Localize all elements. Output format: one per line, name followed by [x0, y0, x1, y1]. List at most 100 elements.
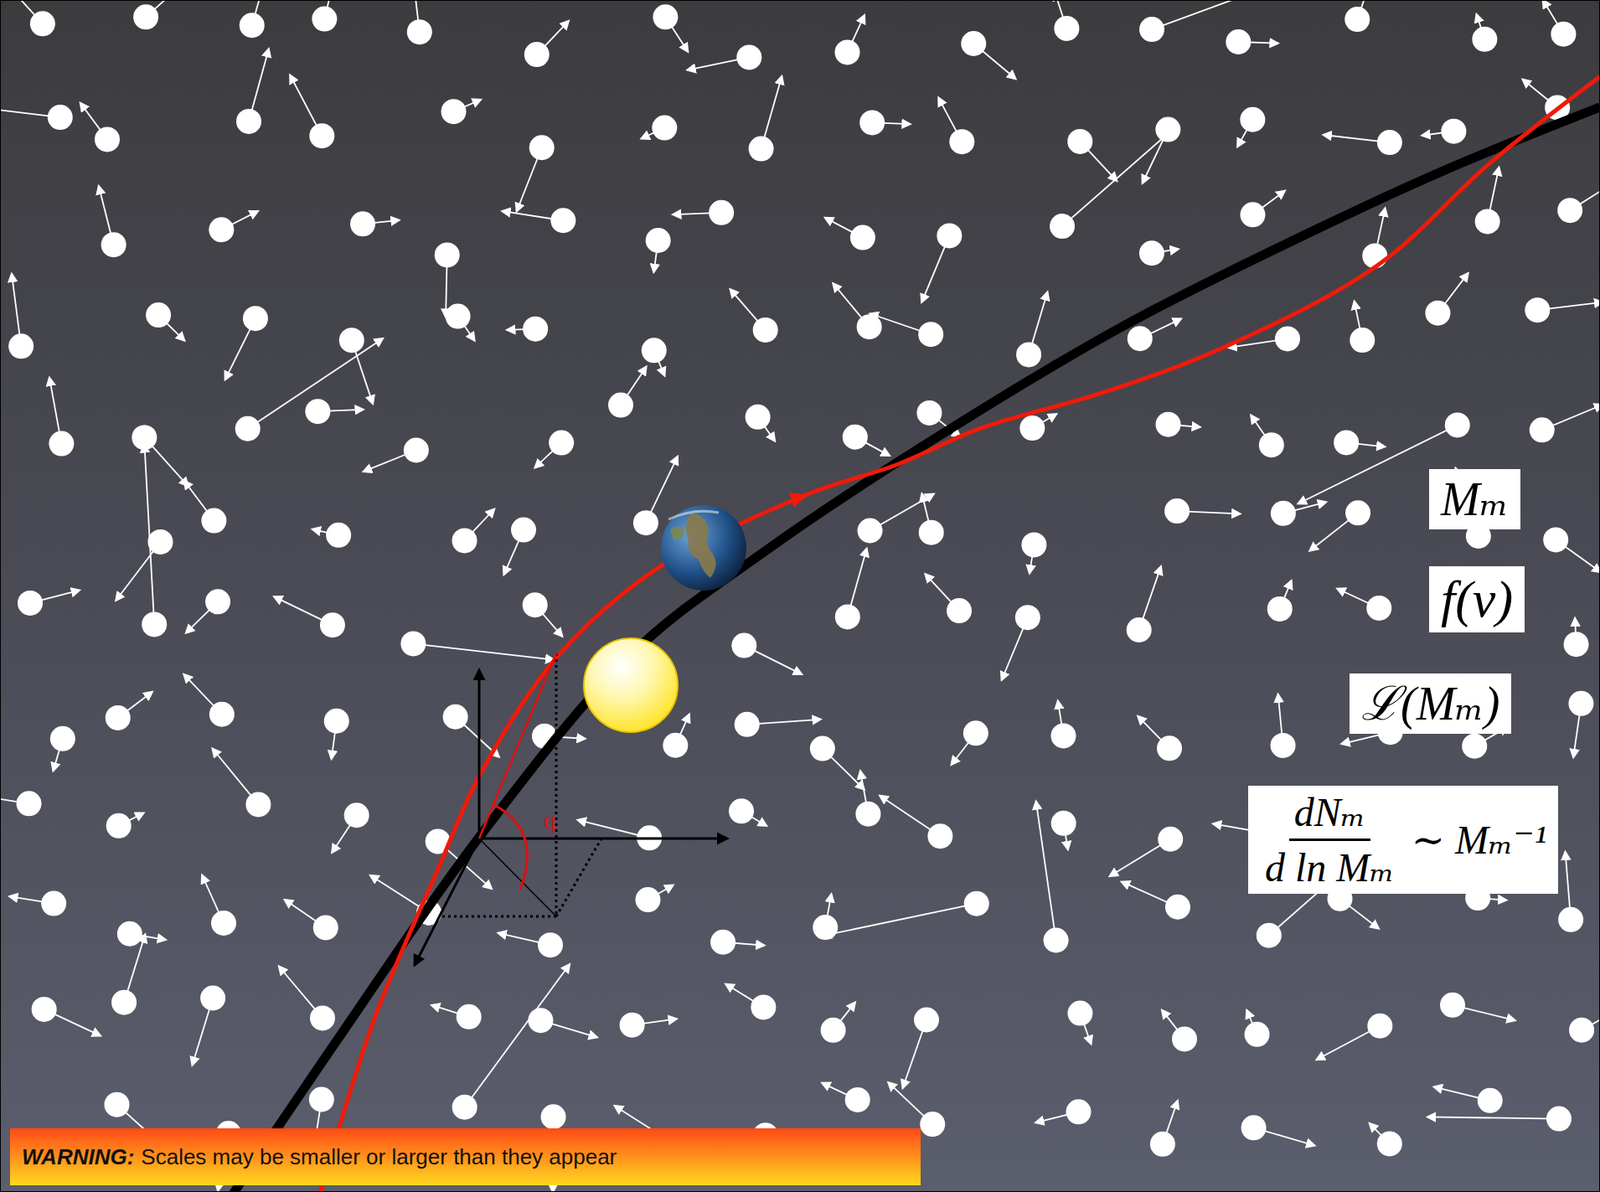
particle — [918, 321, 944, 347]
particle — [1445, 412, 1471, 438]
particle — [1546, 1106, 1572, 1132]
particle — [452, 1094, 478, 1120]
particle — [339, 327, 365, 353]
particle — [1015, 604, 1041, 630]
particle — [1557, 197, 1583, 223]
particle — [1366, 595, 1392, 621]
particle — [753, 317, 779, 343]
particle — [850, 225, 876, 251]
warning-text: WARNING: — [21, 1144, 135, 1171]
particle — [236, 108, 262, 135]
orbits — [229, 76, 1600, 1192]
particle — [1126, 617, 1152, 643]
particle — [856, 314, 883, 340]
warning-banner: WARNING:Scales may be smaller or larger … — [10, 1128, 921, 1186]
continent — [670, 526, 686, 540]
particle — [736, 44, 762, 70]
particle — [916, 400, 942, 426]
particle — [309, 1087, 335, 1113]
continent — [686, 512, 717, 579]
particle — [1150, 1131, 1176, 1157]
particle — [1164, 498, 1190, 524]
particle — [1377, 129, 1403, 155]
particle — [309, 123, 335, 149]
particle — [400, 630, 426, 656]
formula-text: Mₘ — [1440, 473, 1509, 526]
formula-box: f(v) — [1429, 566, 1525, 633]
particle — [1333, 429, 1359, 455]
velocity-arrow — [1151, 0, 1278, 30]
particle — [731, 633, 757, 659]
particle — [1066, 1099, 1092, 1125]
particle — [1139, 240, 1165, 266]
particle — [1244, 1021, 1270, 1048]
sun-orbit — [229, 107, 1600, 1192]
particle — [1550, 21, 1576, 47]
particle — [1139, 16, 1165, 42]
particle — [311, 6, 337, 32]
particle — [434, 242, 460, 268]
fraction: dNₘd ln Mₘ — [1259, 789, 1400, 891]
particle — [645, 227, 671, 253]
particle — [205, 588, 231, 615]
particle — [111, 990, 137, 1016]
formula-text: ∼ Mₘ⁻¹ — [1411, 816, 1547, 863]
particle — [452, 527, 478, 553]
particle — [48, 431, 74, 457]
particle — [619, 1012, 646, 1038]
particle — [835, 603, 861, 630]
particle — [16, 790, 42, 816]
particle — [1471, 26, 1497, 52]
particle — [31, 996, 57, 1022]
particle — [443, 704, 469, 730]
particle — [101, 232, 127, 258]
velocity-arrow — [823, 903, 977, 936]
particle — [734, 712, 760, 738]
particle — [548, 430, 574, 456]
particle — [964, 891, 990, 917]
particle — [855, 801, 881, 827]
particle — [1529, 417, 1555, 443]
particle — [820, 1017, 847, 1043]
particle — [1053, 15, 1079, 42]
particle — [211, 910, 237, 936]
particle — [147, 529, 173, 555]
dotted-line — [555, 653, 558, 917]
particle — [1558, 907, 1584, 933]
particle — [919, 1111, 945, 1137]
particle — [1543, 526, 1569, 553]
particle — [1270, 500, 1296, 527]
particle — [537, 932, 563, 958]
particle — [748, 136, 775, 162]
particle — [309, 1005, 336, 1031]
orbit-arrowhead — [789, 487, 811, 508]
particle — [1067, 1001, 1093, 1027]
velocity-vector — [479, 653, 557, 839]
particle — [1225, 29, 1251, 55]
particle — [1569, 1017, 1595, 1043]
particle — [1461, 733, 1487, 759]
particle — [1367, 1013, 1393, 1039]
particle — [1050, 722, 1076, 749]
particle — [1344, 6, 1370, 32]
particle — [835, 39, 861, 65]
particle — [1274, 325, 1301, 351]
particle — [1239, 107, 1265, 133]
formula-text: ℒ(Mₘ) — [1361, 677, 1500, 730]
particle — [1239, 201, 1265, 228]
particle — [960, 30, 986, 57]
particle — [1568, 691, 1594, 717]
particle — [1171, 1026, 1198, 1052]
warning-text: Scales may be smaller or larger than the… — [140, 1144, 617, 1171]
particle — [728, 798, 754, 824]
particle — [918, 520, 945, 546]
particle — [1524, 297, 1550, 323]
particle — [242, 305, 269, 331]
particle — [403, 437, 429, 463]
sun — [583, 638, 678, 733]
particle — [1019, 415, 1045, 441]
particle — [94, 126, 120, 152]
particle — [510, 517, 537, 543]
